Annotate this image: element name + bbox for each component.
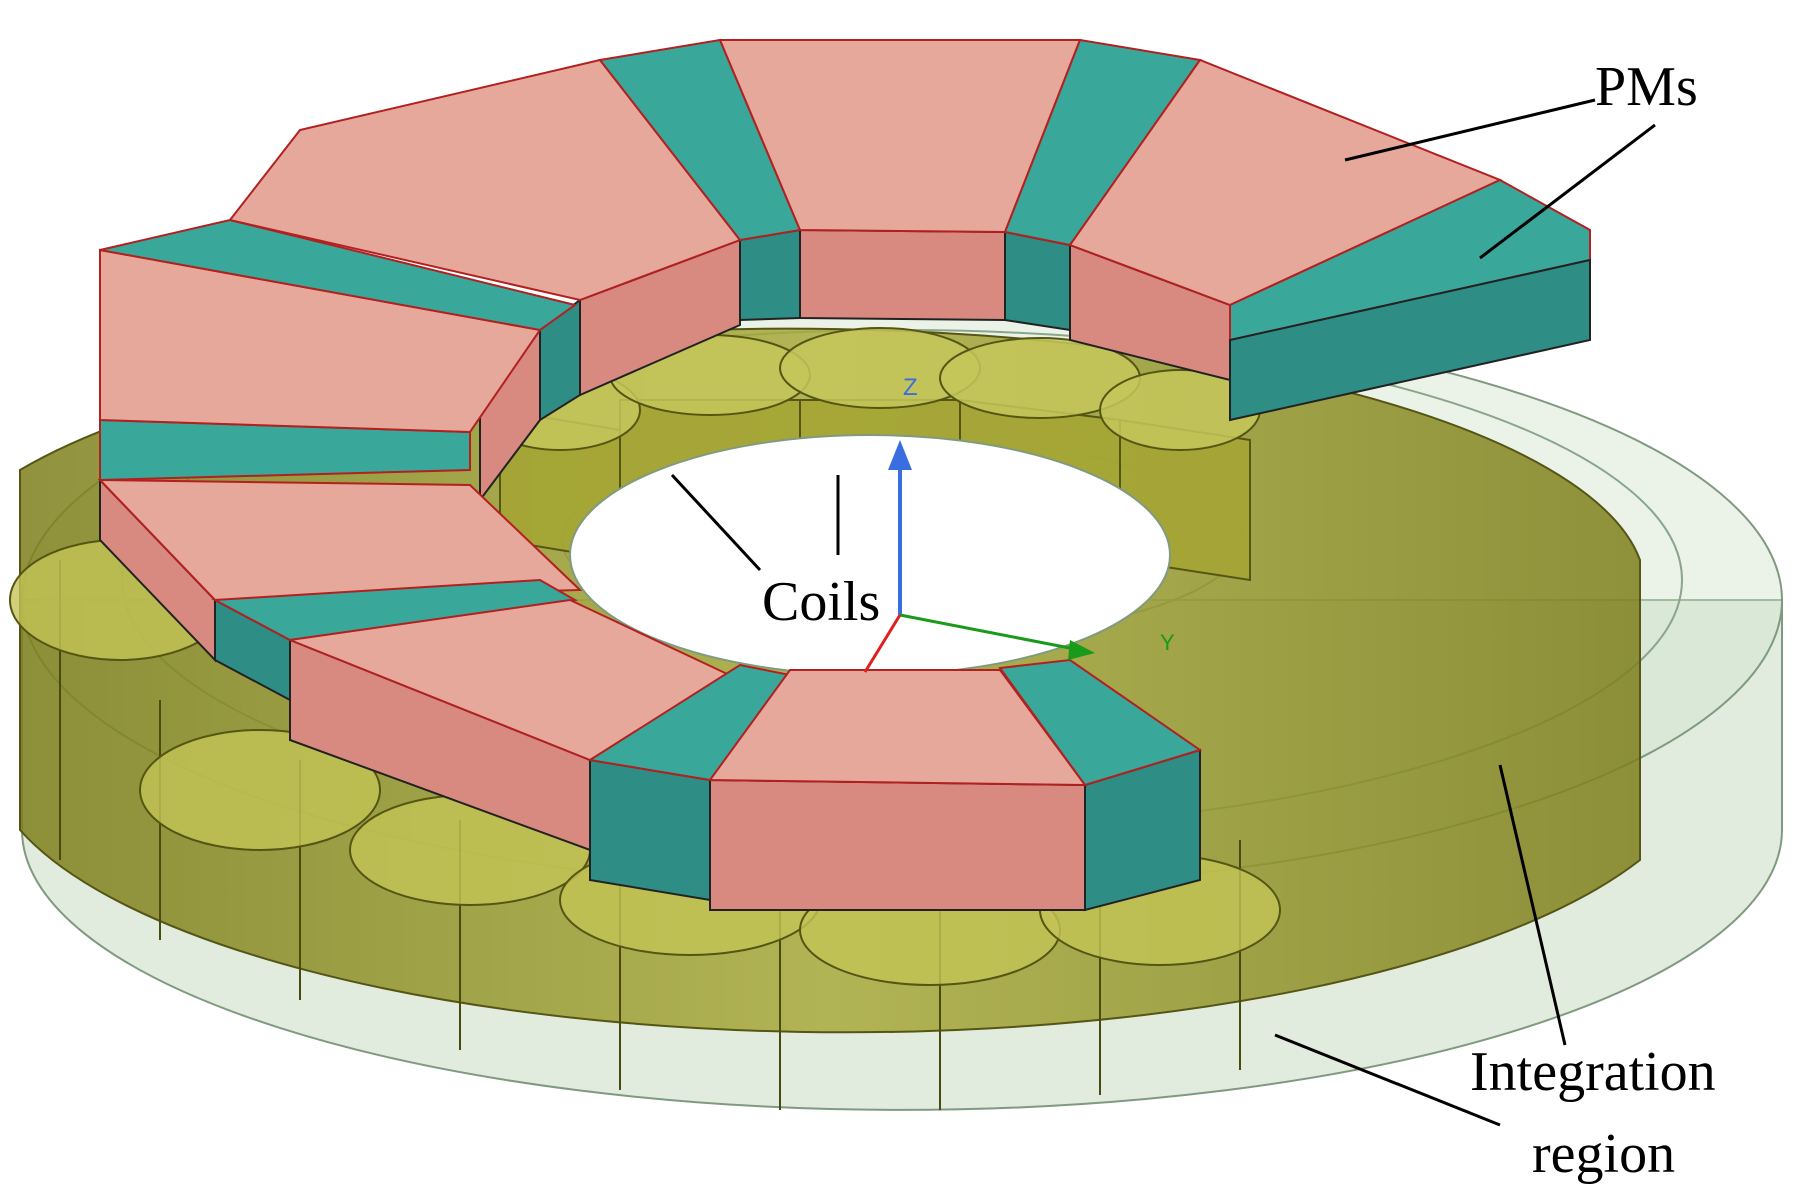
- integration-region-label-line1: Integration: [1470, 1041, 1716, 1103]
- coils-label: Coils: [762, 571, 880, 633]
- pm-ring-inner-side: [479, 228, 1231, 503]
- pm-ring-top: [97, 38, 1591, 787]
- z-axis-label: Z: [903, 374, 918, 401]
- pms-label: PMs: [1595, 56, 1698, 118]
- central-hole: [569, 434, 1171, 676]
- y-axis-label: Y: [1160, 630, 1175, 655]
- integration-region-label-line2: region: [1532, 1123, 1675, 1185]
- x-axis: [863, 614, 902, 673]
- pm-right-block-side: [1229, 258, 1591, 422]
- pm-ring-side: [99, 477, 1201, 912]
- y-axis: [899, 613, 1081, 652]
- coordinate-axes: Z Y: [863, 374, 1175, 673]
- leader-lines: [670, 98, 1656, 1127]
